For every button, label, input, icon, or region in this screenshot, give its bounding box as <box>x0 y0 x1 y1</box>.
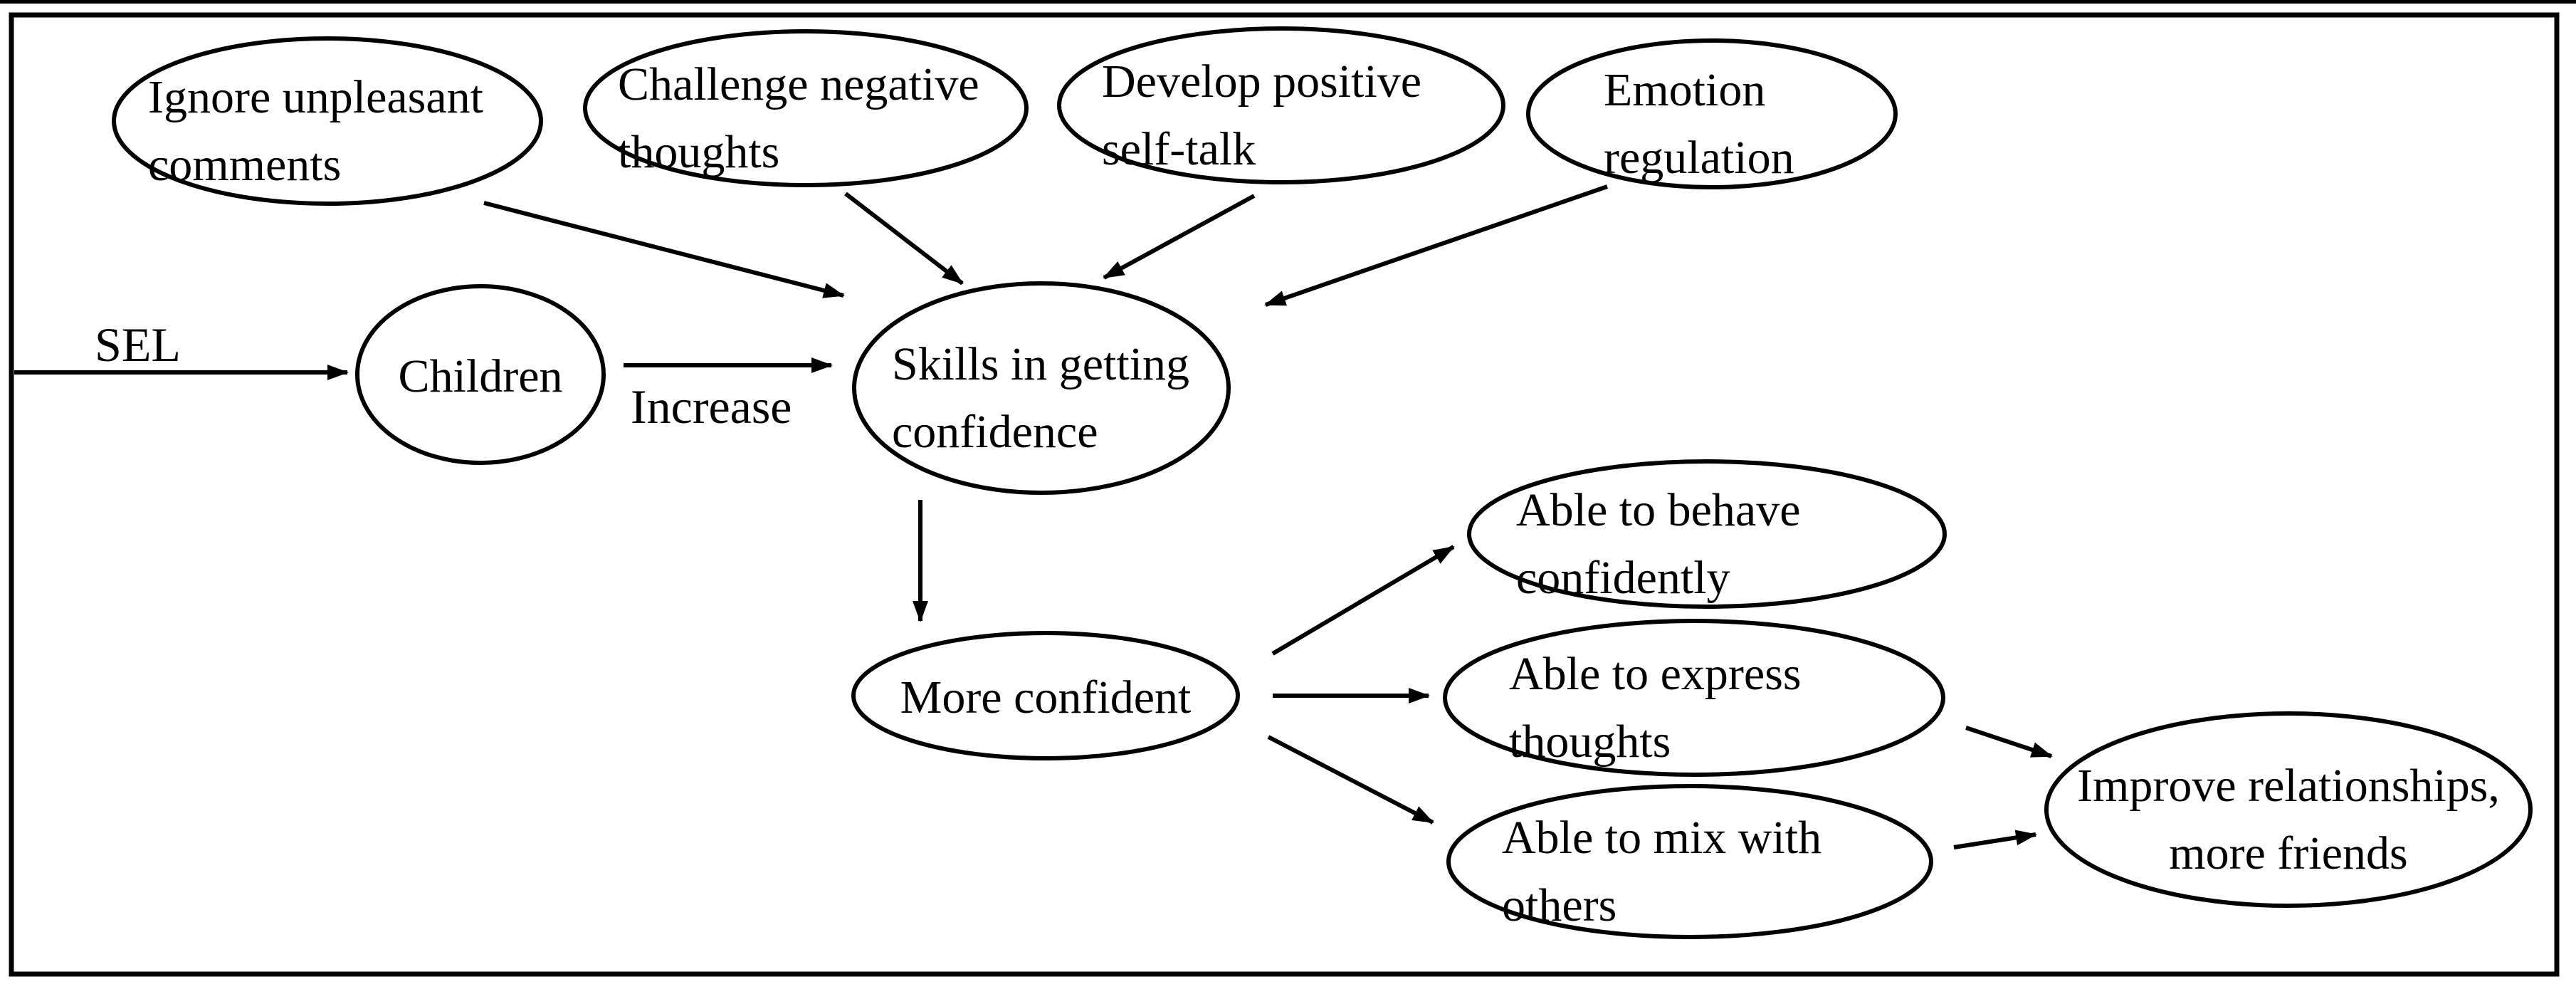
node-label-emotion-regulation-line2: regulation <box>1604 132 1794 184</box>
node-label-more-confident-line1: More confident <box>900 671 1192 723</box>
node-label-children-line1: Children <box>399 350 563 402</box>
edge-emotion-to-skills <box>1264 184 1608 307</box>
node-able-to-mix-with-others <box>1446 784 1933 939</box>
node-more-confident <box>851 631 1240 760</box>
node-label-able-to-behave-confidently-line1: Able to behave <box>1516 484 1801 536</box>
edge-ignore-to-skills <box>483 201 845 298</box>
edge-develop-to-skills <box>1103 194 1256 280</box>
top-edge-rule <box>0 0 2576 4</box>
node-skills-in-getting-confidence <box>852 281 1231 495</box>
node-label-skills-in-getting-confidence-line1: Skills in getting <box>892 338 1189 390</box>
node-label-develop-positive-self-talk-line2: self-talk <box>1102 123 1256 175</box>
node-label-challenge-negative-thoughts-line1: Challenge negative <box>618 58 979 110</box>
node-improve-relationships-more-friends <box>2044 711 2533 908</box>
increase-label: Increase <box>631 380 792 434</box>
node-label-emotion-regulation-line1: Emotion <box>1604 64 1765 116</box>
edge-challenge-to-skills <box>844 192 964 286</box>
node-challenge-negative-thoughts <box>583 29 1029 187</box>
sel-label: SEL <box>95 318 181 372</box>
node-label-improve-relationships-more-friends-line1: Improve relationships, <box>2077 760 2500 812</box>
node-label-ignore-unpleasant-comments-line2: comments <box>148 139 341 191</box>
edge-more-to-behave <box>1271 545 1455 656</box>
edge-more-to-mix <box>1267 735 1434 825</box>
node-ignore-unpleasant-comments <box>112 36 543 206</box>
node-able-to-express-thoughts <box>1443 619 1945 777</box>
node-label-skills-in-getting-confidence-line2: confidence <box>892 406 1098 458</box>
figure-border <box>9 12 2560 977</box>
edge-express-to-improve <box>1965 726 2053 758</box>
node-label-able-to-behave-confidently-line2: confidently <box>1516 552 1730 604</box>
node-label-able-to-express-thoughts-line1: Able to express <box>1509 648 1802 700</box>
node-able-to-behave-confidently <box>1467 459 1947 609</box>
node-develop-positive-self-talk <box>1057 26 1505 184</box>
node-label-improve-relationships-more-friends-line2: more friends <box>2169 827 2407 879</box>
node-label-able-to-mix-with-others-line1: Able to mix with <box>1502 812 1821 864</box>
node-label-challenge-negative-thoughts-line2: thoughts <box>618 126 779 178</box>
edge-mix-to-improve <box>1953 830 2037 849</box>
node-emotion-regulation <box>1526 38 1898 189</box>
node-children <box>355 284 606 465</box>
node-label-ignore-unpleasant-comments-line1: Ignore unpleasant <box>148 71 483 123</box>
node-label-able-to-mix-with-others-line2: others <box>1502 879 1616 931</box>
node-label-develop-positive-self-talk-line1: Develop positive <box>1102 56 1421 108</box>
node-label-able-to-express-thoughts-line2: thoughts <box>1509 716 1671 768</box>
